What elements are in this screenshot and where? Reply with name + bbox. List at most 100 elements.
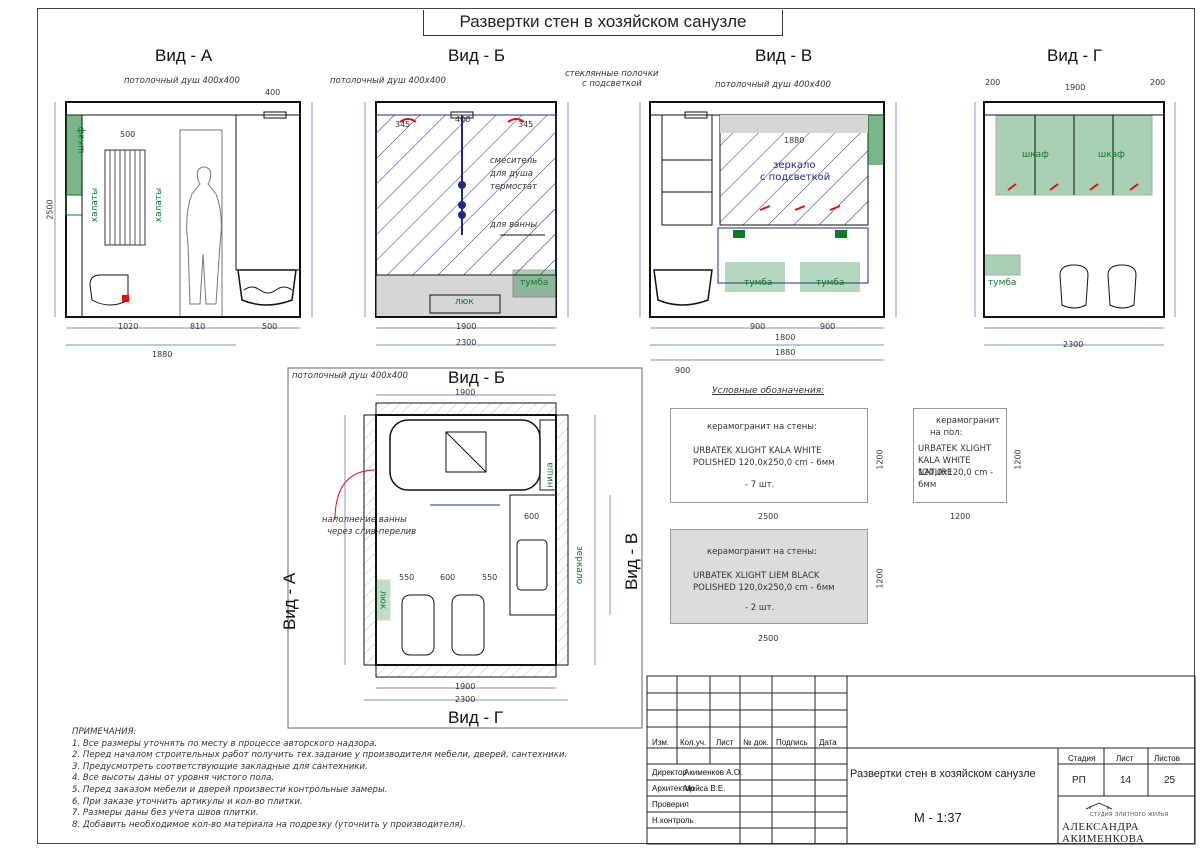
robes-label-2: халаты [154, 187, 165, 223]
mixer-label-1: смеситель [490, 156, 538, 166]
mirror-label-2: с подсветкой [760, 172, 831, 183]
stamp-name-architect: Мойса В.Е. [684, 784, 726, 793]
note-6: 6. При заказе уточнить артикулы и кол-во… [72, 796, 303, 807]
note-8: 8. Добавить необходимое кол-во материала… [72, 819, 466, 830]
dim-v-1880: 1880 [775, 348, 796, 357]
legend-tile-white-wall: керамогранит на стены: URBATEK XLIGHT KA… [670, 408, 868, 503]
dim-plan-2300: 2300 [455, 695, 476, 704]
dim-a-1020: 1020 [118, 322, 139, 331]
view-title-v: Вид - В [755, 46, 813, 65]
note-2: 2. Перед началом строительных работ полу… [72, 750, 568, 761]
elevation-a [65, 101, 301, 318]
legend-2-width: 2500 [758, 634, 779, 643]
stamp-sheets: 25 [1164, 775, 1176, 786]
dim-b-345b: 345 [518, 120, 534, 129]
dim-a-shower: 400 [265, 88, 281, 97]
wardrobe-label-a: шкаф [76, 126, 87, 154]
stamp-header-list: Лист [716, 738, 734, 747]
stamp-role-norm: Н.контроль [652, 816, 694, 825]
dim-v-900a: 900 [750, 322, 766, 331]
mirror-label-1: зеркало [773, 160, 816, 171]
wardrobe-label-g2: шкаф [1098, 150, 1125, 160]
stamp-header-sign: Подпись [776, 738, 808, 747]
stamp-header-date: Дата [819, 738, 837, 747]
plan-view-title-g: Вид - Г [448, 708, 504, 727]
view-title-g: Вид - Г [1047, 46, 1103, 65]
hatch-plan-label: люк [377, 590, 388, 610]
plan-dimension-lines [344, 394, 611, 701]
dim-g-200a: 200 [985, 78, 1001, 87]
note-1: 1. Все размеры уточнять по месту в проце… [72, 738, 378, 749]
dimension-lines [54, 102, 1176, 361]
dim-v-1800: 1800 [775, 333, 796, 342]
mixer-label-2: для душа [490, 169, 534, 179]
plan-frame [287, 367, 643, 729]
plan-view-title-b: Вид - Б [448, 368, 506, 387]
dim-v-900c: 900 [675, 366, 691, 375]
legend-tile-floor: керамогранит на пол: URBATEK XLIGHT KALA… [913, 408, 1007, 503]
dim-plan-600-sink: 600 [524, 512, 540, 521]
view-title-a: Вид - А [155, 46, 213, 65]
legend-3-height: 1200 [1013, 449, 1023, 470]
elevation-b [375, 101, 557, 318]
dim-a-rail: 500 [120, 130, 136, 139]
stamp-header-izm: Изм. [652, 738, 670, 747]
stamp-name-director: Акименков А.О. [684, 768, 743, 777]
ceiling-shower-label-v: потолочный душ 400х400 [715, 80, 831, 90]
cabinet-label-g: тумба [988, 278, 1017, 288]
stamp-header-doc: № док. [743, 738, 769, 747]
elevation-v [649, 101, 885, 318]
notes-title: ПРИМЕЧАНИЯ: [72, 727, 137, 737]
stamp-sheets-label: Листов [1154, 754, 1180, 763]
wardrobe-label-g1: шкаф [1022, 150, 1049, 160]
dim-a-height: 2500 [45, 199, 55, 220]
note-7: 7. Размеры даны без учета швов плитки. [72, 808, 259, 819]
legend-1-width: 2500 [758, 512, 779, 521]
mixer-label-3: термостат [490, 182, 537, 192]
note-5: 5. Перед заказом мебели и дверей произве… [72, 784, 388, 795]
stamp-stage: РП [1072, 775, 1086, 786]
dim-a-500: 500 [262, 322, 278, 331]
dim-b-400: 400 [455, 115, 471, 124]
cabinet-label-v2: тумба [816, 278, 845, 288]
dim-plan-1900-top: 1900 [455, 388, 476, 397]
sheet-frame [37, 8, 1195, 844]
elevation-g [983, 101, 1165, 318]
ceiling-shower-label-b: потолочный душ 400х400 [330, 76, 446, 86]
dim-plan-1900-bottom: 1900 [455, 682, 476, 691]
mixer-label-4: для ванны [490, 220, 538, 230]
legend-2-height: 1200 [875, 568, 885, 589]
dim-v-900b: 900 [820, 322, 836, 331]
legend-title: Условные обозначения: [712, 386, 825, 396]
legend-3-width: 1200 [950, 512, 971, 521]
cabinet-label-b: тумба [520, 278, 549, 288]
fill-label-1: наполнение ванны [322, 515, 407, 525]
stamp-role-director: Директор [652, 768, 687, 777]
dim-v-1880-top: 1880 [784, 136, 805, 145]
dim-b-345a: 345 [395, 120, 411, 129]
page-title: Развертки стен в хозяйском санузле [423, 10, 783, 36]
fill-label-2: через слив-перелив [327, 527, 417, 537]
dim-a-1880: 1880 [152, 350, 173, 359]
floor-plan [334, 402, 569, 678]
hatch-label: люк [455, 297, 474, 307]
glass-shelves-label-1: стеклянные полочки [565, 69, 659, 79]
dim-g-2300: 2300 [1063, 340, 1084, 349]
dim-g-200b: 200 [1150, 78, 1166, 87]
stamp-role-checked: Проверил [652, 800, 689, 809]
stamp-role-architect: Архитектор [652, 784, 695, 793]
cabinet-label-v1: тумба [744, 278, 773, 288]
studio-name: АЛЕКСАНДРА АКИМЕНКОВА [1062, 821, 1145, 845]
stamp-sheet-label: Лист [1116, 754, 1134, 763]
dim-plan-550a: 550 [399, 573, 415, 582]
niche-label: ниша [545, 462, 556, 488]
mirror-plan-label: зеркало [574, 545, 585, 585]
studio-logo-icon [1084, 801, 1114, 814]
stamp-stage-label: Стадия [1068, 754, 1096, 763]
dim-plan-600: 600 [440, 573, 456, 582]
robes-label-1: халаты [90, 187, 101, 223]
dim-g-1900: 1900 [1065, 83, 1086, 92]
dim-a-810: 810 [190, 322, 206, 331]
notes-block: ПРИМЕЧАНИЯ: 1. Все размеры уточнять по м… [72, 727, 567, 831]
